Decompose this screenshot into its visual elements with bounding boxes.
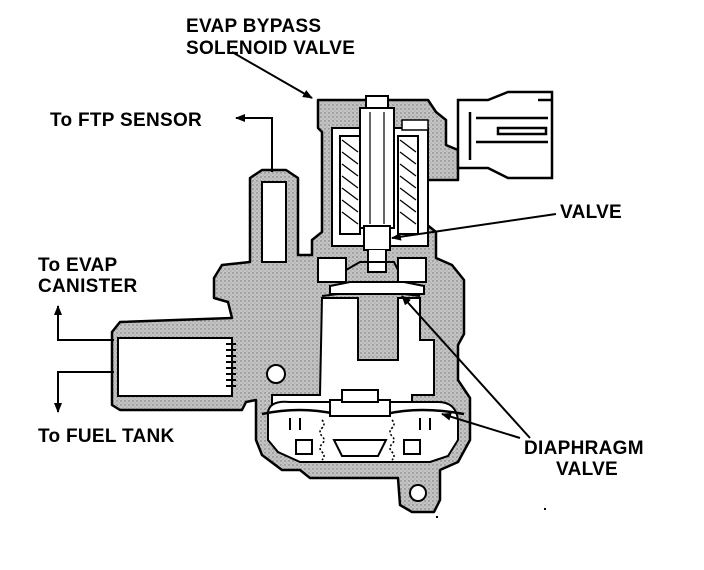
- print-specks: [436, 508, 546, 518]
- ftp-flow-arrow: [235, 114, 273, 172]
- ftp-sensor-label: To FTP SENSOR: [50, 110, 203, 131]
- diaphragm-leader-lower: [441, 412, 521, 439]
- bypass-solenoid-label-line1: EVAP BYPASS: [186, 16, 322, 37]
- evap-canister-label-line2: CANISTER: [38, 276, 138, 297]
- canister-tube: [226, 343, 236, 387]
- solenoid-plunger: [359, 95, 395, 273]
- leader-lines: [54, 51, 557, 439]
- diaphragm-valve-label-line2: VALVE: [556, 459, 619, 480]
- diaphragm-leader-upper: [401, 295, 531, 439]
- fuel-tank-flow-arrow: [54, 371, 114, 413]
- electrical-connector: [456, 90, 554, 180]
- bypass-solenoid-leader: [231, 51, 313, 99]
- solenoid-coil: [339, 119, 429, 235]
- valve-leader: [391, 213, 557, 241]
- fuel-tank-label: To FUEL TANK: [38, 426, 175, 447]
- evap-canister-label-line1: To EVAP: [38, 255, 118, 276]
- valve-seat: [317, 257, 427, 297]
- valve-label: VALVE: [560, 202, 623, 223]
- diaphragm-assembly: [261, 389, 465, 461]
- bypass-solenoid-label-line2: SOLENOID VALVE: [186, 38, 356, 59]
- diaphragm-valve-label-line1: DIAPHRAGM: [524, 438, 644, 459]
- canister-flow-arrow: [54, 305, 114, 341]
